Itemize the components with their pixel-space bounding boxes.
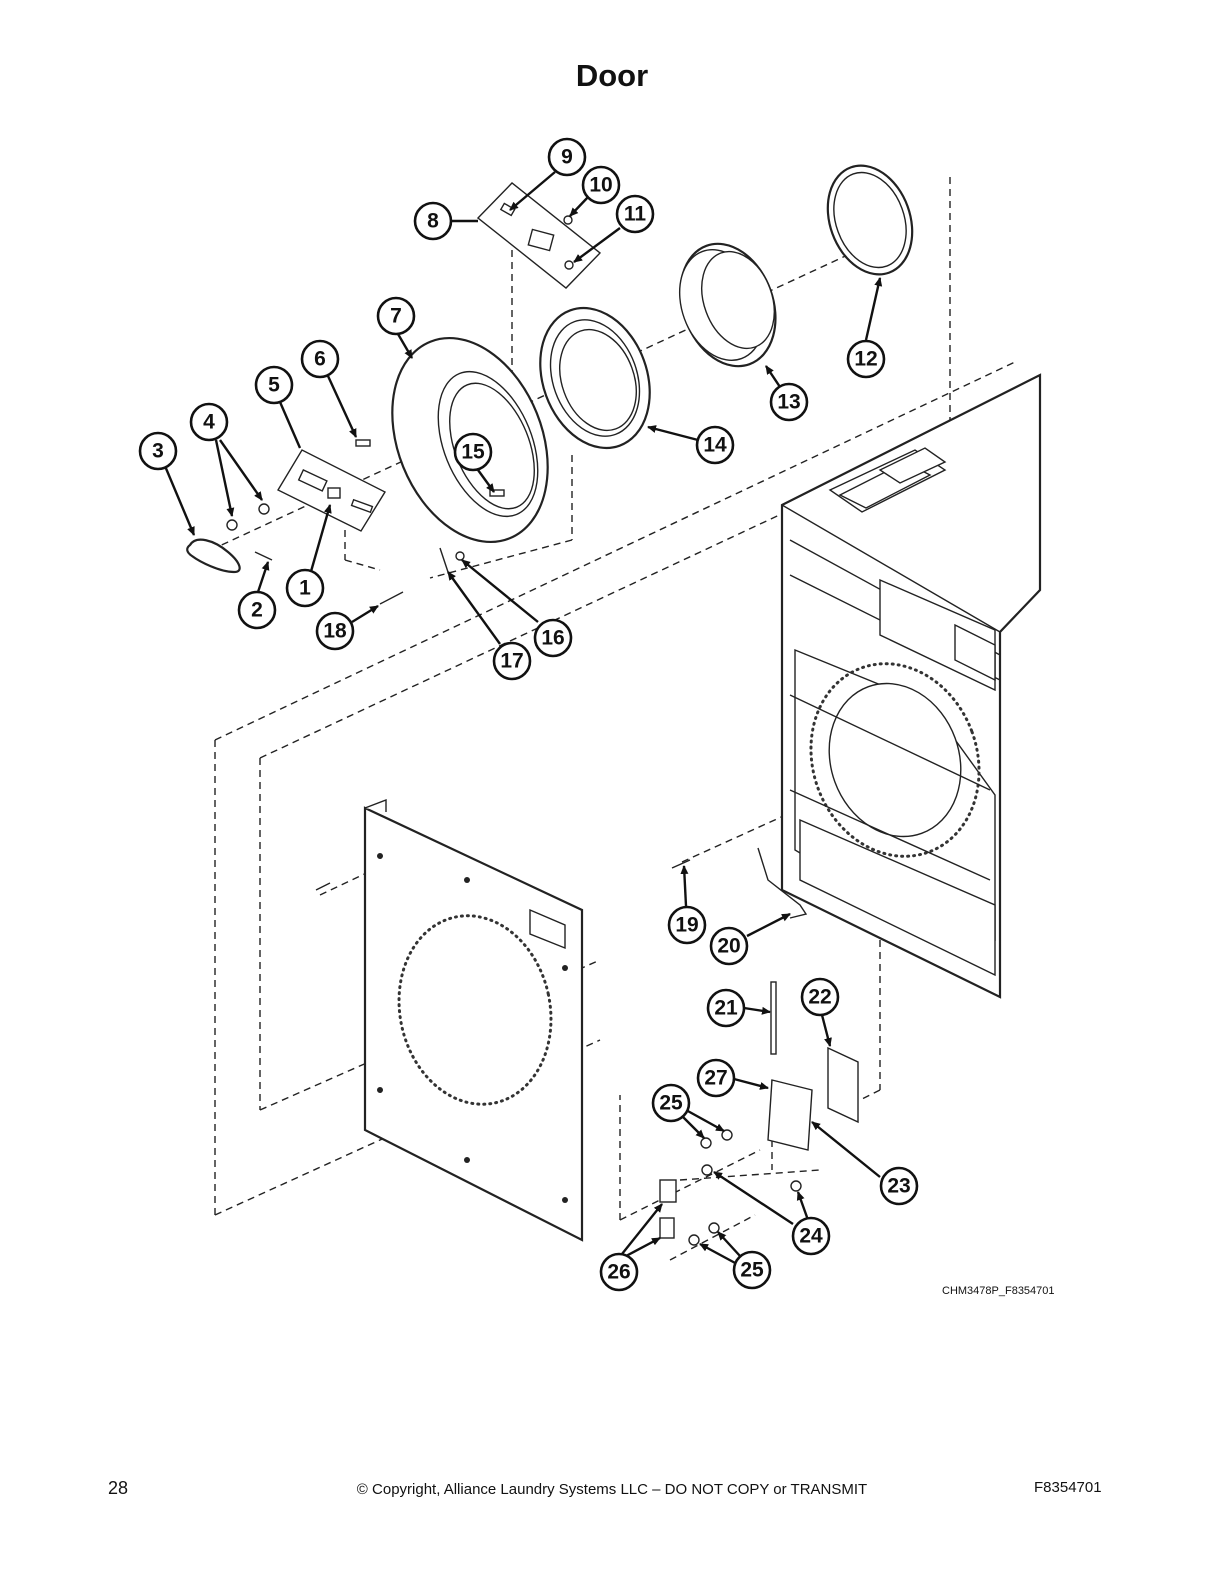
callout-19-label: 19 (675, 914, 698, 937)
document-number: F8354701 (1034, 1479, 1102, 1496)
copyright-notice: © Copyright, Alliance Laundry Systems LL… (356, 1481, 868, 1498)
callout-21: 21 (706, 988, 746, 1028)
handle-kit-part (277, 449, 386, 532)
callout-4-label: 4 (203, 411, 215, 434)
callout-13-label: 13 (777, 391, 800, 414)
page-number: 28 (108, 1478, 129, 1498)
callout-19: 19 (667, 905, 707, 945)
callout-8-label: 8 (427, 210, 439, 233)
callout-16: 16 (533, 618, 573, 658)
callout-6-label: 6 (314, 348, 326, 371)
callout-24-label: 24 (799, 1225, 823, 1248)
callout-25-lower-label: 25 (740, 1259, 764, 1282)
callout-9-label: 9 (561, 146, 573, 169)
callout-18-label: 18 (323, 620, 347, 643)
callout-20-label: 20 (717, 935, 740, 958)
callout-11: 11 (615, 194, 655, 234)
callout-26-label: 26 (607, 1261, 630, 1284)
callout-13: 13 (769, 382, 809, 422)
callout-6: 6 (300, 339, 340, 379)
callout-11-label: 11 (624, 203, 647, 226)
callout-leaders (163, 171, 883, 1266)
callout-17-label: 17 (500, 650, 523, 673)
callout-15-label: 15 (461, 441, 485, 464)
page-title: Door (575, 58, 649, 93)
callout-24: 24 (791, 1216, 831, 1256)
callout-21-label: 21 (714, 997, 738, 1020)
callout-17: 17 (492, 641, 532, 681)
hardware-parts (226, 439, 859, 1246)
callout-16-label: 16 (541, 627, 564, 650)
callout-2-label: 2 (251, 599, 263, 622)
hinge-kit-part (476, 182, 602, 289)
door-glass-part (678, 242, 777, 368)
callout-14-label: 14 (703, 434, 727, 457)
callout-27: 27 (696, 1058, 736, 1098)
callout-25-upper-label: 25 (659, 1092, 683, 1115)
callout-3-label: 3 (152, 440, 164, 463)
callout-5: 5 (254, 365, 294, 405)
callout-3: 3 (138, 431, 178, 471)
callout-12: 12 (846, 339, 886, 379)
callout-18: 18 (315, 611, 355, 651)
callout-9: 9 (547, 137, 587, 177)
callout-26: 26 (599, 1252, 639, 1292)
callout-7: 7 (376, 296, 416, 336)
callout-20: 20 (709, 926, 749, 966)
dryer-cabinet (780, 373, 1042, 999)
callout-27-label: 27 (704, 1067, 727, 1090)
callout-4: 4 (189, 402, 229, 442)
callout-7-label: 7 (390, 305, 402, 328)
callout-5-label: 5 (268, 374, 280, 397)
glass-gasket-part (826, 164, 914, 276)
front-panel (363, 798, 584, 1242)
callout-22: 22 (800, 977, 840, 1017)
callout-10: 10 (581, 165, 621, 205)
callout-1-label: 1 (299, 577, 311, 600)
callout-25-lower: 25 (732, 1250, 772, 1290)
callout-12-label: 12 (854, 348, 877, 371)
callout-2: 2 (237, 590, 277, 630)
callout-15: 15 (453, 432, 493, 472)
drawing-id: CHM3478P_F8354701 (942, 1285, 1055, 1297)
callout-1: 1 (285, 568, 325, 608)
callout-23: 23 (879, 1166, 919, 1206)
callout-8: 8 (413, 201, 453, 241)
door-gasket-part (539, 306, 651, 450)
door-handle-part (186, 538, 241, 574)
callout-22-label: 22 (808, 986, 831, 1009)
callout-14: 14 (695, 425, 735, 465)
callout-10-label: 10 (589, 174, 612, 197)
callout-25-upper: 25 (651, 1083, 691, 1123)
callout-23-label: 23 (887, 1175, 910, 1198)
